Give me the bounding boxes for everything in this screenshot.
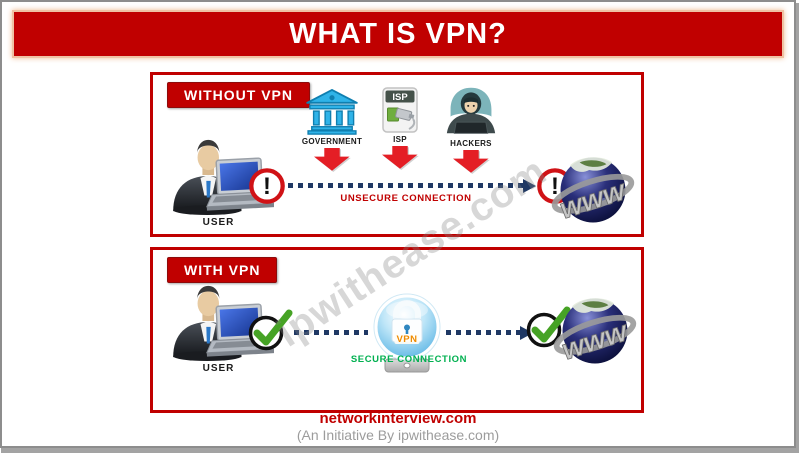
footer-initiative: (An Initiative By ipwithease.com) bbox=[296, 427, 500, 443]
government-label: GOVERNMENT bbox=[301, 137, 363, 146]
title-banner: WHAT IS VPN? bbox=[12, 10, 784, 58]
isp-badge-text: ISP bbox=[392, 92, 408, 103]
secure-connection-label: SECURE CONNECTION bbox=[350, 354, 468, 365]
unsecure-connection-label: UNSECURE CONNECTION bbox=[340, 193, 472, 204]
threat-hackers: HACKERS bbox=[429, 85, 513, 174]
user-label: USER bbox=[202, 217, 235, 228]
warning-icon: ! bbox=[249, 168, 285, 204]
page-title: WHAT IS VPN? bbox=[289, 17, 507, 50]
footer-site: networkinterview.com bbox=[319, 410, 477, 427]
internet-globe-icon: www bbox=[551, 157, 635, 226]
down-arrow-icon bbox=[314, 148, 351, 172]
unsecure-connection-line bbox=[288, 183, 524, 188]
svg-text:!: ! bbox=[551, 173, 559, 200]
panel-with-vpn: WITH VPN USER bbox=[150, 247, 644, 413]
panel-without-vpn-tag: WITHOUT VPN bbox=[167, 82, 310, 108]
hackers-label: HACKERS bbox=[450, 139, 492, 148]
user-label: USER bbox=[202, 363, 235, 374]
down-arrow-icon bbox=[382, 146, 419, 170]
arrowhead-icon bbox=[523, 179, 536, 193]
hacker-icon bbox=[446, 87, 496, 134]
vpn-shield-icon: VPN bbox=[373, 293, 441, 373]
secure-connection-line bbox=[294, 330, 368, 335]
isp-label: ISP bbox=[393, 135, 407, 144]
down-arrow-icon bbox=[453, 150, 490, 174]
internet-globe-icon: www bbox=[553, 298, 637, 367]
secure-connection-line bbox=[446, 330, 520, 335]
threat-government: GOVERNMENT bbox=[284, 89, 380, 172]
check-icon bbox=[248, 309, 293, 351]
isp-icon: ISP bbox=[382, 87, 418, 133]
threat-isp: ISP ISP bbox=[363, 87, 437, 170]
svg-text:VPN: VPN bbox=[396, 334, 417, 345]
government-building-icon bbox=[306, 89, 358, 135]
check-icon bbox=[526, 306, 571, 348]
svg-text:!: ! bbox=[263, 173, 271, 200]
panel-with-vpn-tag: WITH VPN bbox=[167, 257, 278, 283]
panel-without-vpn: WITHOUT VPN GOVERNMENT bbox=[150, 72, 644, 237]
